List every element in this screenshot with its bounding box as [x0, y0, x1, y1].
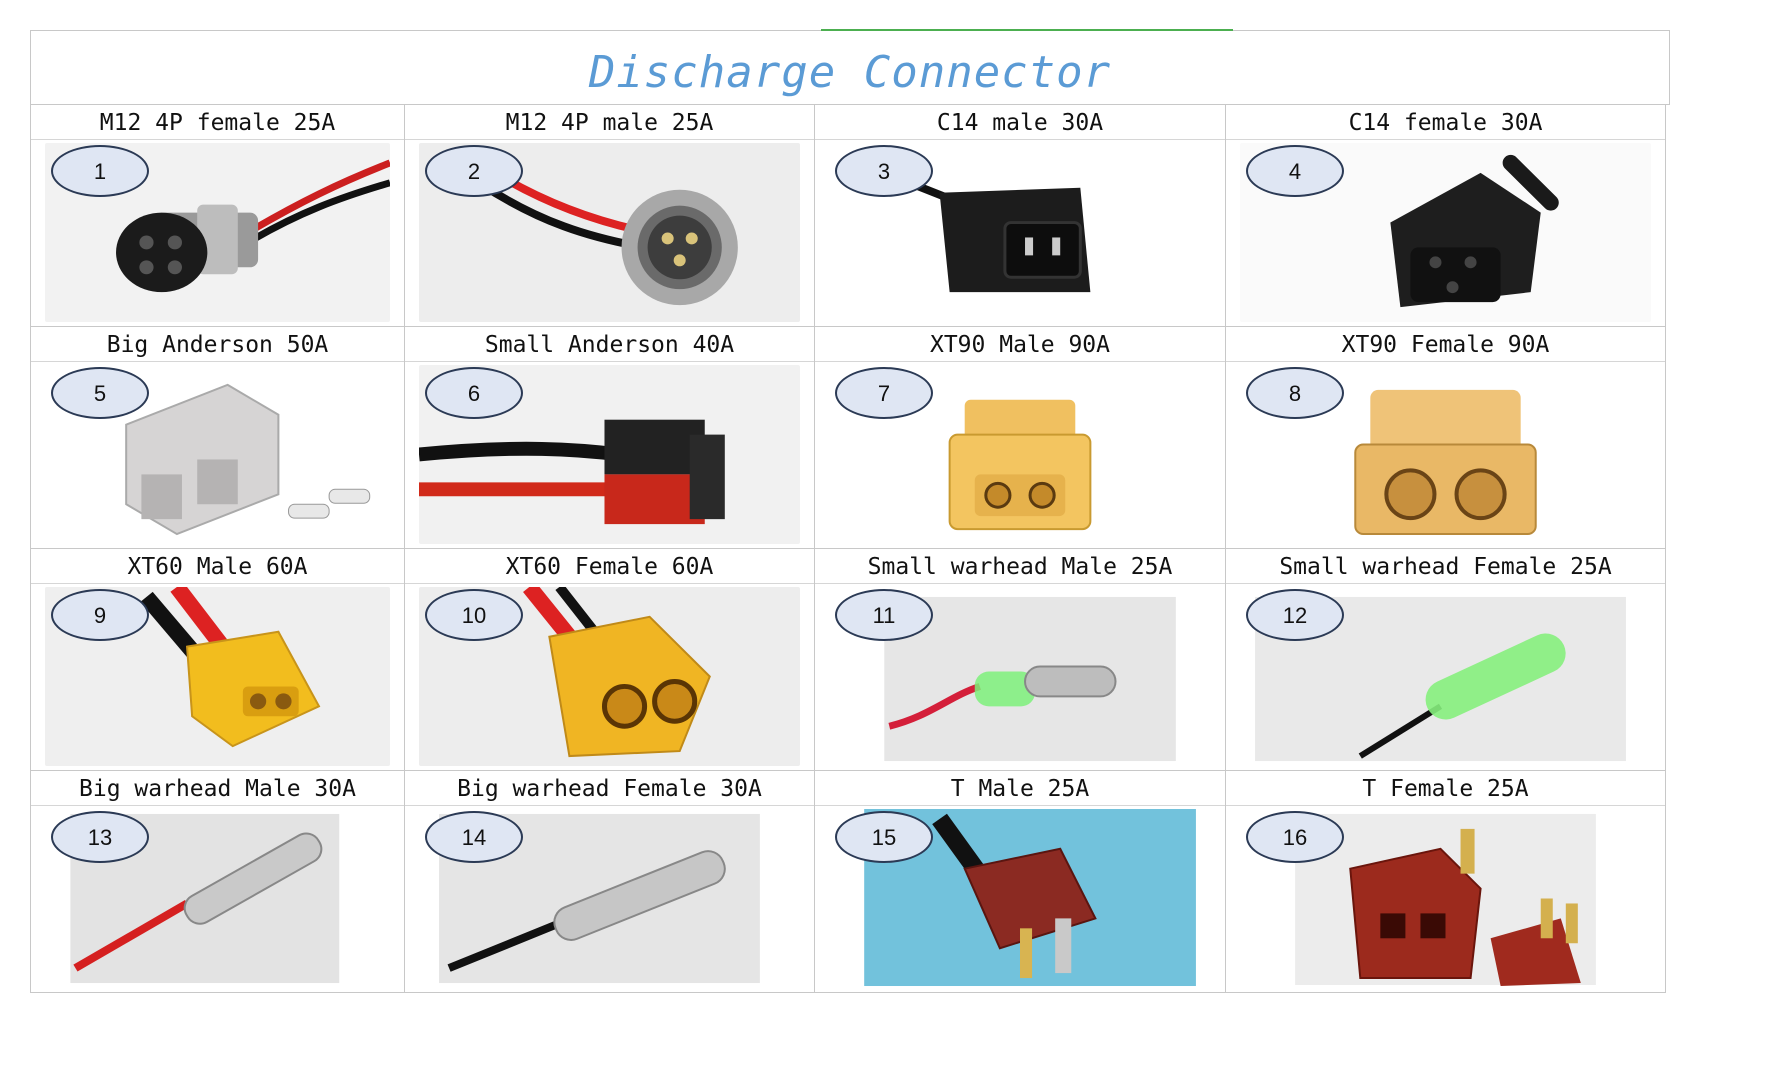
- connector-cell-10: XT60 Female 60A 10: [404, 549, 814, 771]
- connector-cell-13: Big warhead Male 30A 13: [30, 771, 404, 993]
- t-female-icon: [1240, 809, 1651, 988]
- connector-label: T Male 25A: [815, 771, 1225, 806]
- connector-label: XT60 Male 60A: [31, 549, 404, 584]
- number-badge: 5: [51, 367, 149, 419]
- number-badge: 16: [1246, 811, 1344, 863]
- connector-label: M12 4P female 25A: [31, 105, 404, 140]
- number-badge: 13: [51, 811, 149, 863]
- xt60-male-icon: [45, 587, 390, 766]
- title-accent-line: [821, 29, 1233, 31]
- connector-grid: M12 4P female 25A 1 M12 4P male 25A 2: [30, 105, 1670, 993]
- connector-label: XT90 Male 90A: [815, 327, 1225, 362]
- connector-cell-1: M12 4P female 25A 1: [30, 105, 404, 327]
- connector-cell-3: C14 male 30A 3: [814, 105, 1225, 327]
- connector-cell-9: XT60 Male 60A 9: [30, 549, 404, 771]
- number-badge: 9: [51, 589, 149, 641]
- connector-label: C14 female 30A: [1226, 105, 1665, 140]
- connector-cell-15: T Male 25A 15: [814, 771, 1225, 993]
- connector-label: Big warhead Female 30A: [405, 771, 814, 806]
- connector-label: M12 4P male 25A: [405, 105, 814, 140]
- number-badge: 14: [425, 811, 523, 863]
- connector-cell-2: M12 4P male 25A 2: [404, 105, 814, 327]
- number-badge: 3: [835, 145, 933, 197]
- connector-cell-5: Big Anderson 50A 5: [30, 327, 404, 549]
- connector-cell-12: Small warhead Female 25A 12: [1225, 549, 1666, 771]
- number-badge: 4: [1246, 145, 1344, 197]
- number-badge: 11: [835, 589, 933, 641]
- connector-label: Small warhead Male 25A: [815, 549, 1225, 584]
- number-badge: 8: [1246, 367, 1344, 419]
- connector-cell-11: Small warhead Male 25A 11: [814, 549, 1225, 771]
- connector-label: C14 male 30A: [815, 105, 1225, 140]
- number-badge: 7: [835, 367, 933, 419]
- warhead-big-female-icon: [419, 809, 800, 988]
- c14-male-icon: [829, 143, 1211, 322]
- connector-cell-8: XT90 Female 90A 8: [1225, 327, 1666, 549]
- connector-cell-6: Small Anderson 40A 6: [404, 327, 814, 549]
- connector-label: Big warhead Male 30A: [31, 771, 404, 806]
- number-badge: 12: [1246, 589, 1344, 641]
- number-badge: 15: [835, 811, 933, 863]
- title-row: Discharge Connector: [30, 29, 1670, 105]
- number-badge: 1: [51, 145, 149, 197]
- connector-label: Small warhead Female 25A: [1226, 549, 1665, 584]
- connector-cell-4: C14 female 30A 4: [1225, 105, 1666, 327]
- connector-label: Big Anderson 50A: [31, 327, 404, 362]
- m12-male-icon: [419, 143, 800, 322]
- connector-cell-16: T Female 25A 16: [1225, 771, 1666, 993]
- page-title: Discharge Connector: [588, 47, 1112, 98]
- number-badge: 6: [425, 367, 523, 419]
- connector-sheet: Discharge Connector M12 4P female 25A 1: [30, 29, 1670, 993]
- m12-female-icon: [45, 143, 390, 322]
- connector-cell-7: XT90 Male 90A 7: [814, 327, 1225, 549]
- number-badge: 2: [425, 145, 523, 197]
- number-badge: 10: [425, 589, 523, 641]
- connector-cell-14: Big warhead Female 30A 14: [404, 771, 814, 993]
- connector-label: Small Anderson 40A: [405, 327, 814, 362]
- connector-label: T Female 25A: [1226, 771, 1665, 806]
- connector-label: XT90 Female 90A: [1226, 327, 1665, 362]
- connector-label: XT60 Female 60A: [405, 549, 814, 584]
- xt90-male-icon: [829, 365, 1211, 544]
